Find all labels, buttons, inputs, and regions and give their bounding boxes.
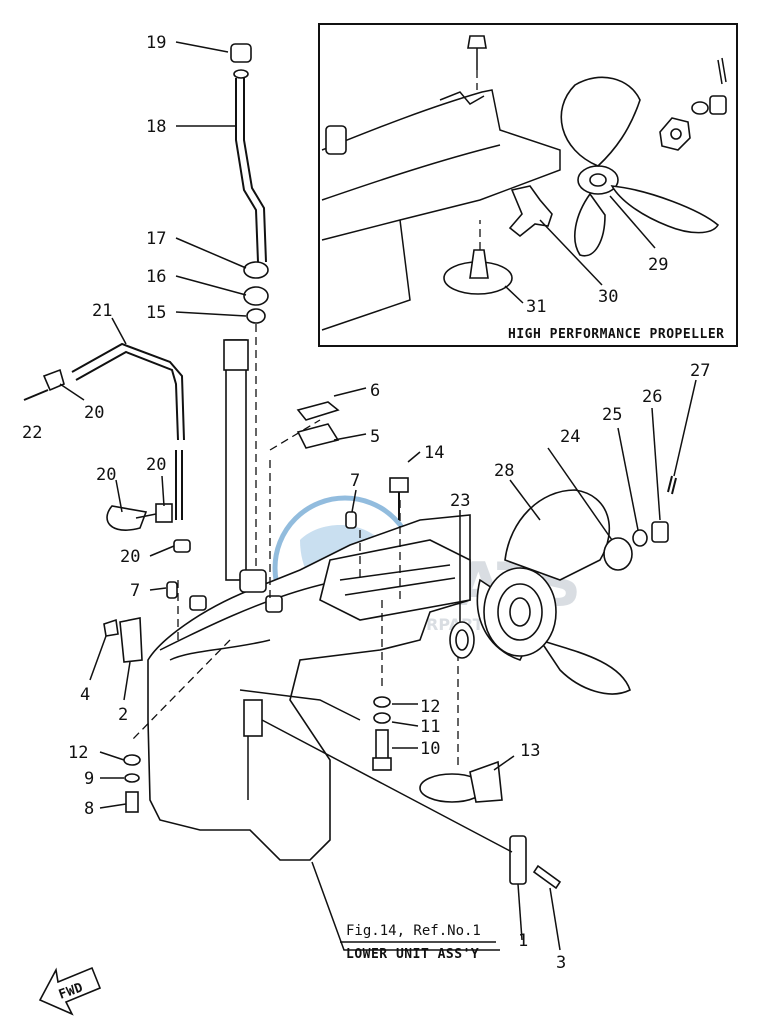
callout-12b: 12 bbox=[68, 743, 88, 763]
inset-callout-29: 29 bbox=[648, 255, 668, 275]
fwd-arrow-icon: FWD bbox=[38, 966, 102, 1016]
callout-23: 23 bbox=[450, 491, 470, 511]
callout-5: 5 bbox=[370, 427, 380, 447]
callout-20a: 20 bbox=[84, 403, 104, 423]
callout-22: 22 bbox=[22, 423, 42, 443]
callout-25: 25 bbox=[602, 405, 622, 425]
reference-line-1: Fig.14, Ref.No.1 bbox=[346, 923, 481, 939]
callout-11: 11 bbox=[420, 717, 440, 737]
leader-lines bbox=[59, 41, 697, 951]
callout-2: 2 bbox=[118, 705, 128, 725]
callout-7b: 7 bbox=[130, 581, 140, 601]
callout-17: 17 bbox=[146, 229, 166, 249]
callouts: 1 2 3 4 5 6 7 7 8 9 10 11 12 12 13 14 15… bbox=[22, 33, 710, 973]
callout-24: 24 bbox=[560, 427, 580, 447]
callout-18: 18 bbox=[146, 117, 166, 137]
reference-line-2: LOWER UNIT ASS'Y bbox=[346, 947, 479, 962]
callout-3: 3 bbox=[556, 953, 566, 973]
callout-19: 19 bbox=[146, 33, 166, 53]
callout-4: 4 bbox=[80, 685, 90, 705]
inset-panel: 29 30 31 HIGH PERFORMANCE PROPELLER bbox=[318, 23, 738, 347]
callout-20b: 20 bbox=[96, 465, 116, 485]
callout-20d: 20 bbox=[120, 547, 140, 567]
callout-21: 21 bbox=[92, 301, 112, 321]
callout-16: 16 bbox=[146, 267, 166, 287]
callout-13: 13 bbox=[520, 741, 540, 761]
callout-12a: 12 bbox=[420, 697, 440, 717]
callout-14: 14 bbox=[424, 443, 444, 463]
callout-10: 10 bbox=[420, 739, 440, 759]
callout-6: 6 bbox=[370, 381, 380, 401]
callout-7a: 7 bbox=[350, 471, 360, 491]
callout-8: 8 bbox=[84, 799, 94, 819]
propeller-assembly bbox=[449, 475, 677, 695]
callout-1: 1 bbox=[518, 931, 528, 951]
callout-20c: 20 bbox=[146, 455, 166, 475]
callout-26: 26 bbox=[642, 387, 662, 407]
reference-caption: Fig.14, Ref.No.1 LOWER UNIT ASS'Y bbox=[340, 923, 496, 962]
inset-callout-31: 31 bbox=[526, 297, 546, 317]
lower-unit-housing bbox=[147, 43, 471, 861]
callout-28: 28 bbox=[494, 461, 514, 481]
callout-9: 9 bbox=[84, 769, 94, 789]
callout-27: 27 bbox=[690, 361, 710, 381]
inset-caption: HIGH PERFORMANCE PROPELLER bbox=[508, 327, 725, 342]
small-parts bbox=[23, 342, 562, 890]
callout-15: 15 bbox=[146, 303, 166, 323]
inset-callout-30: 30 bbox=[598, 287, 618, 307]
